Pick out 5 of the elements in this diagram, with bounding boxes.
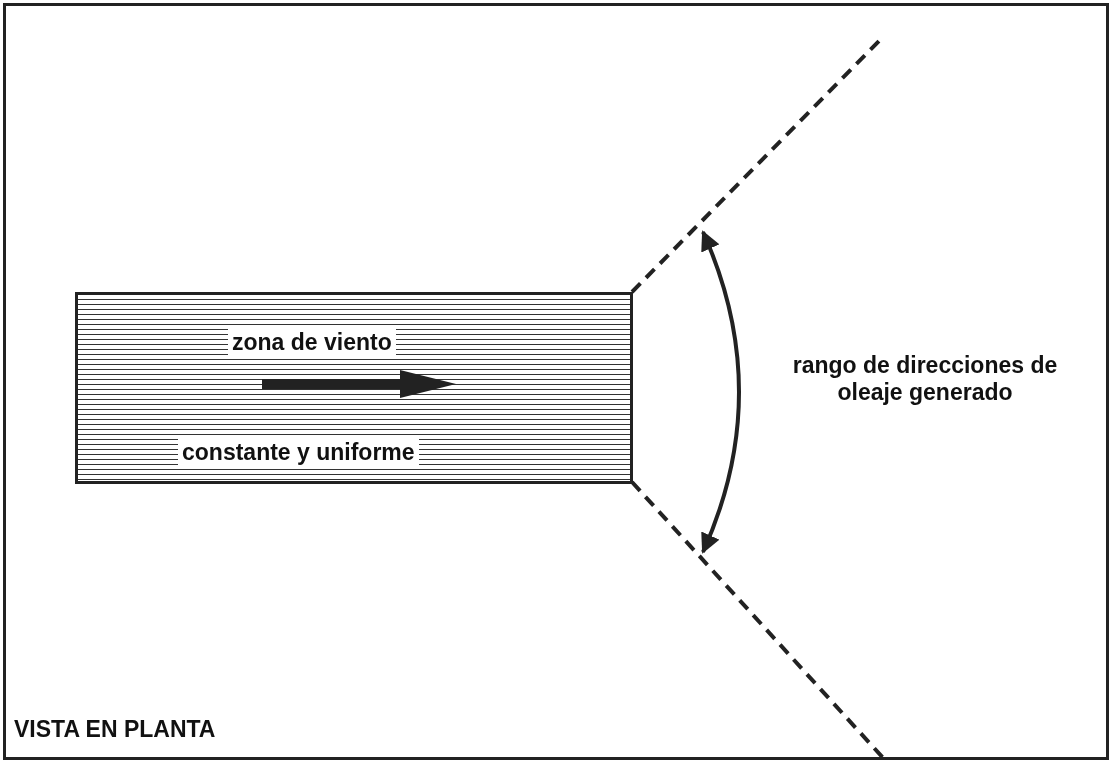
view-title: VISTA EN PLANTA	[14, 716, 217, 743]
range-label: rango de direcciones de oleaje generado	[791, 352, 1059, 406]
zone-label: constante y uniforme	[178, 439, 419, 466]
hatched-wind-zone	[75, 292, 633, 484]
zone-label: zona de viento	[228, 329, 396, 356]
